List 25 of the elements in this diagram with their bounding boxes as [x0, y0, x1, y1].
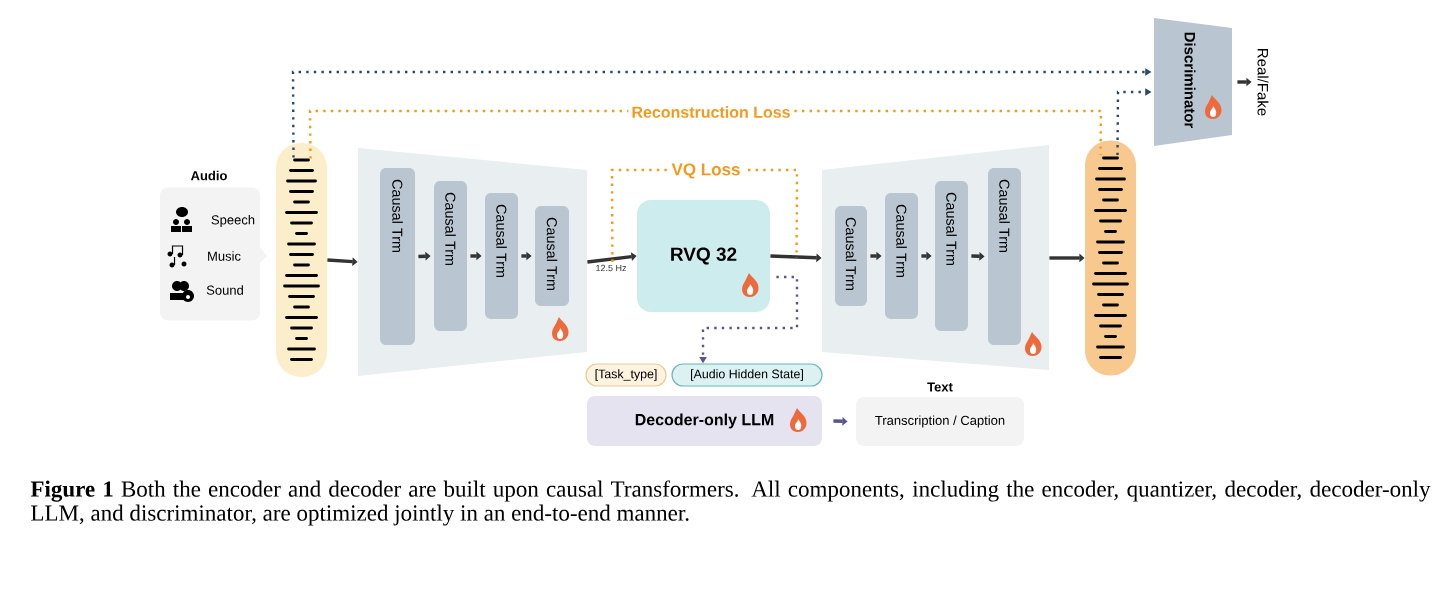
box-heading: Text	[927, 382, 953, 392]
quantizer-box: RVQ 32	[637, 200, 770, 312]
transformer-block: Causal Trm	[935, 181, 968, 331]
transformer-block: Causal Trm	[835, 206, 867, 306]
transformer-block: Causal Trm	[885, 193, 918, 319]
waveform-drawing	[276, 143, 327, 377]
arrow	[587, 252, 637, 264]
transformer-block: Causal Trm	[380, 168, 415, 345]
transformer-block: Causal Trm	[434, 181, 467, 331]
transformer-block: Causal Trm	[485, 193, 518, 319]
discriminator-block: Discriminator	[1154, 18, 1232, 146]
output-box: Transcription / Caption	[856, 397, 1024, 446]
edge-label: Reconstruction Loss	[628, 103, 794, 121]
output-label: Real/Fake	[1257, 49, 1269, 116]
arrow	[327, 257, 358, 266]
caption: Figure 1 Both the encoder and decoder are built upon causal Transformers. All components, including the encoder, quantizer, decoder, decoder-only LLM, and discriminator, are optimized jointly in an end-to-end manner.	[30, 480, 1431, 526]
token-pill: [Audio Hidden State]	[671, 363, 823, 387]
transformer-block: Causal Trm	[535, 206, 569, 306]
panel-heading: Audio	[190, 170, 227, 181]
waveform-drawing	[1085, 140, 1136, 376]
edge-label: 12.5 Hz	[596, 264, 627, 272]
transformer-block: Causal Trm	[988, 168, 1021, 345]
edge-label: VQ Loss	[668, 160, 744, 182]
llm-box: Decoder-only LLM	[587, 396, 822, 446]
token-pill: [Task_type]	[585, 363, 667, 387]
